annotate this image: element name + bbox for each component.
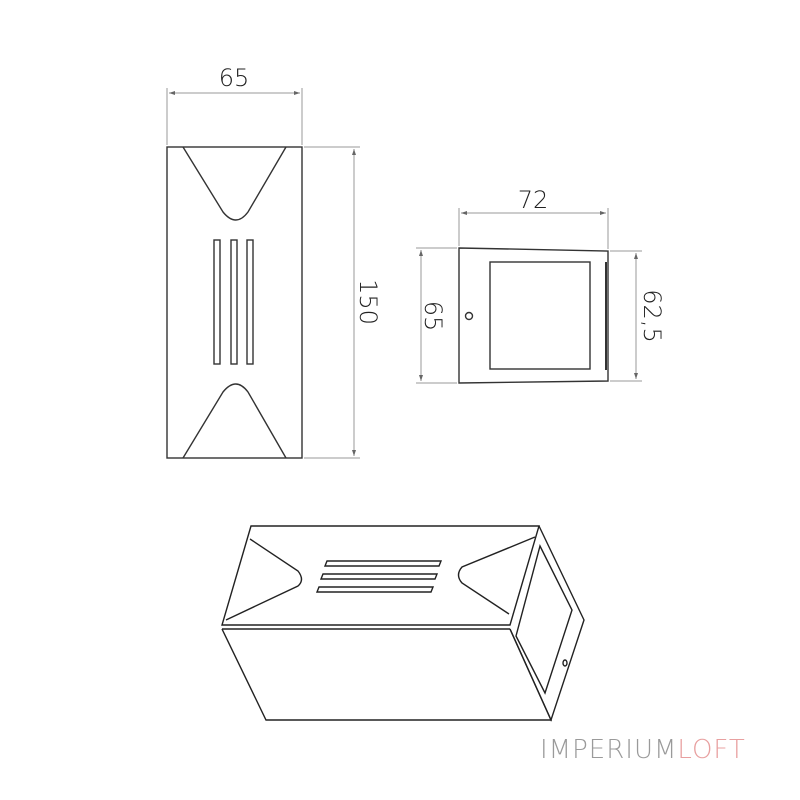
screw-hole <box>464 311 474 321</box>
side-right-height-dimension <box>610 250 642 382</box>
front-width-label: 65 <box>219 64 250 92</box>
front-height-label: 150 <box>354 279 382 325</box>
isometric-view <box>221 525 585 722</box>
iso-vent-slot-2 <box>319 573 439 580</box>
iso-top-face <box>221 525 540 626</box>
iso-left-v-cutout <box>225 538 303 621</box>
iso-front-face <box>221 628 553 721</box>
front-width-dimension <box>166 88 303 145</box>
side-width-dimension <box>458 208 609 249</box>
brand-part-imperium: IMPERIUM <box>540 735 678 765</box>
iso-vent-slot-1 <box>323 560 443 567</box>
iso-end-window <box>515 544 573 695</box>
front-height-dimension <box>304 146 360 459</box>
iso-end-face <box>509 525 585 722</box>
side-view <box>458 247 609 384</box>
iso-right-v-cutout <box>457 536 536 615</box>
front-view <box>166 146 303 459</box>
vent-slot-1 <box>213 239 221 365</box>
side-left-height-dimension <box>416 247 457 384</box>
glass-window <box>489 261 591 370</box>
vent-slot-3 <box>246 239 254 365</box>
iso-vent-slot-3 <box>315 586 435 593</box>
brand-logo: IMPERIUMLOFT <box>540 735 746 765</box>
side-width-label: 72 <box>518 186 549 214</box>
front-body-outline <box>166 146 303 459</box>
brand-part-loft: LOFT <box>677 735 746 765</box>
side-body-outline <box>458 247 609 384</box>
bottom-v-cutout <box>182 383 287 459</box>
side-left-height-label: 65 <box>419 301 447 332</box>
top-v-cutout <box>182 146 287 221</box>
side-right-height-label: 62,5 <box>638 289 666 342</box>
iso-screw-hole <box>562 659 568 667</box>
vent-slot-2 <box>230 239 238 365</box>
